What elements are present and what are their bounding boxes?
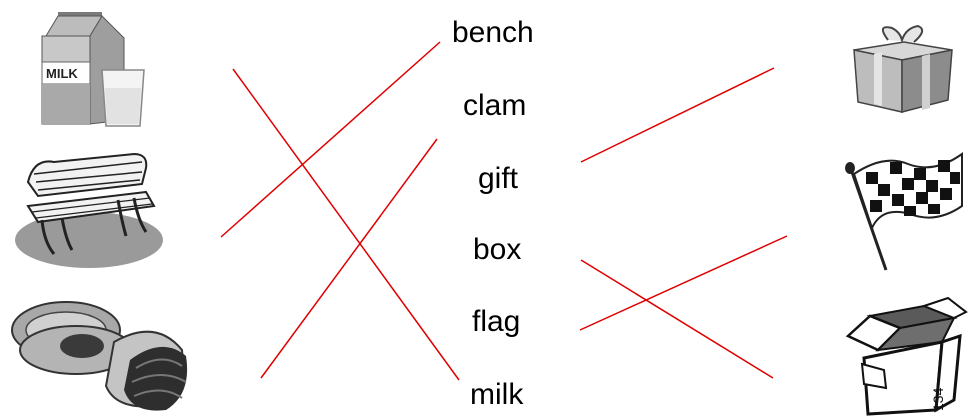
milk-label: MILK [46, 66, 78, 81]
match-line-clam [260, 138, 438, 379]
checkered-flag-icon [845, 152, 963, 271]
word-clam: clam [463, 89, 527, 122]
word-gift: gift [478, 162, 519, 195]
word-milk: milk [470, 378, 524, 411]
match-line-milk [232, 68, 460, 381]
open-box-icon [845, 296, 968, 416]
milk-carton-icon: MILK [41, 12, 145, 127]
match-line-bench [220, 41, 441, 238]
match-line-flag [579, 235, 788, 331]
match-line-box [580, 259, 774, 379]
gift-box-icon [853, 24, 953, 113]
match-line-gift [580, 67, 775, 163]
word-flag: flag [472, 305, 521, 338]
word-bench: bench [452, 16, 534, 49]
word-box: box [473, 233, 522, 266]
clams-icon [11, 301, 188, 411]
park-bench-icon [15, 152, 163, 268]
